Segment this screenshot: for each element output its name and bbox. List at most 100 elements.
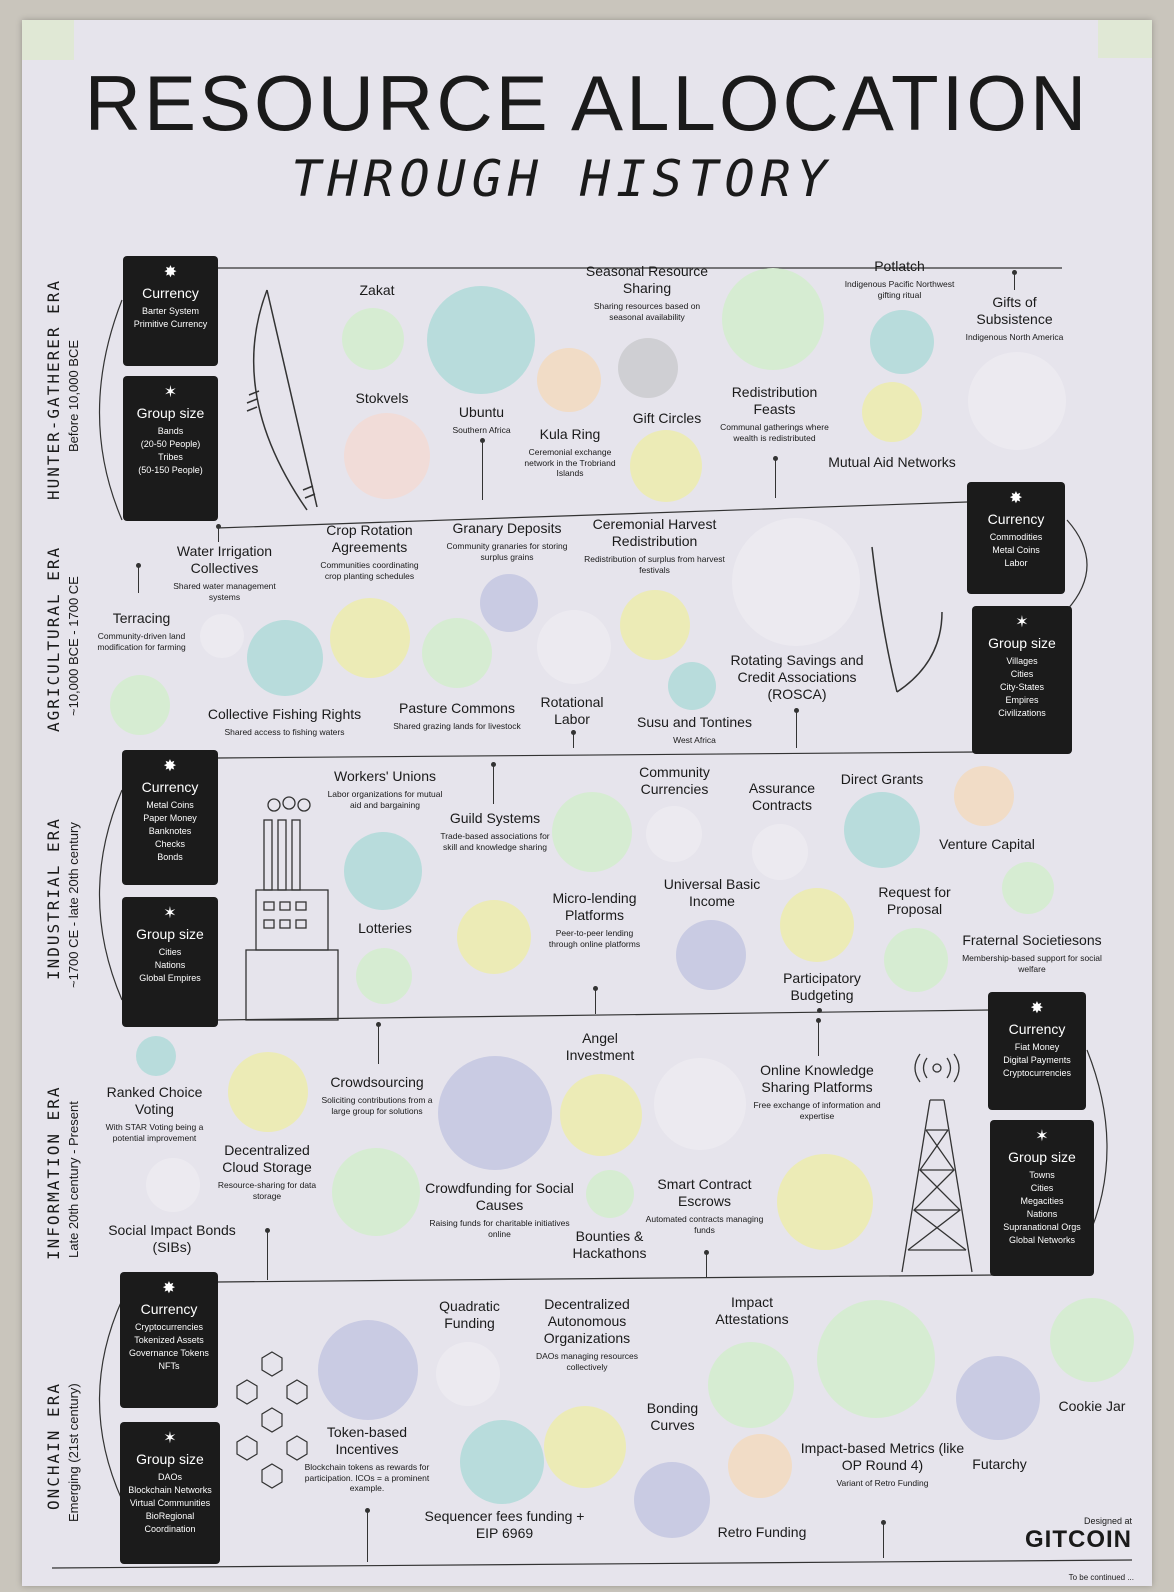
star-icon: ✸ bbox=[163, 264, 178, 281]
pin-marker bbox=[593, 986, 598, 1014]
ceremonial-harvest-icon bbox=[620, 590, 690, 660]
direct-grants-icon bbox=[844, 792, 920, 868]
item-title: Sequencer fees funding + EIP 6969 bbox=[424, 1508, 585, 1541]
gift-circles-label: Gift Circles bbox=[622, 410, 712, 427]
item-title: Smart Contract Escrows bbox=[657, 1176, 752, 1209]
item-title: Collective Fishing Rights bbox=[207, 706, 362, 722]
pin-marker bbox=[216, 524, 221, 542]
currency-item: Fiat Money bbox=[1014, 1042, 1060, 1052]
item-title: Granary Deposits bbox=[452, 520, 562, 536]
star-icon: ✸ bbox=[1009, 490, 1023, 507]
item-title: Fraternal Societiesons bbox=[962, 932, 1102, 948]
group-size-box-title: Group size bbox=[1008, 1149, 1076, 1165]
item-title: Decentralized Cloud Storage bbox=[222, 1142, 312, 1175]
terracing-icon bbox=[110, 675, 170, 735]
knowledge-sharing-icon bbox=[777, 1154, 873, 1250]
quadratic-funding-icon bbox=[436, 1342, 500, 1406]
currency-box-title: Currency bbox=[141, 779, 199, 795]
hex-blocks-icon bbox=[236, 1351, 308, 1489]
token-incentives-icon bbox=[318, 1320, 418, 1420]
pin-marker bbox=[571, 730, 576, 748]
currency-item: NFTs bbox=[158, 1361, 180, 1371]
item-desc: Resource-sharing for data storage bbox=[217, 1180, 317, 1201]
granary-icon bbox=[480, 574, 538, 632]
gift-circles-icon bbox=[630, 430, 702, 502]
assurance-contracts-icon bbox=[752, 824, 808, 880]
group-size-item: Megacities bbox=[1020, 1196, 1064, 1206]
item-title: Online Knowledge Sharing Platforms bbox=[760, 1062, 874, 1095]
era-date-agricultural: ~10,000 BCE - 1700 CE bbox=[66, 576, 81, 716]
pin-marker bbox=[816, 1018, 821, 1056]
item-title: Impact-based Metrics (like OP Round 4) bbox=[800, 1440, 965, 1473]
designed-at-text: Designed at bbox=[1083, 1516, 1132, 1526]
currency-item: Bonds bbox=[157, 852, 183, 862]
pin-marker bbox=[136, 563, 141, 593]
item-desc: Shared access to fishing waters bbox=[224, 727, 345, 737]
workers-unions-icon bbox=[344, 832, 422, 910]
item-desc: Shared water management systems bbox=[173, 581, 276, 602]
ubi-icon bbox=[676, 920, 746, 990]
ubi-label: Universal Basic Income bbox=[662, 876, 762, 910]
water-irrigation-icon bbox=[200, 614, 244, 658]
era-date-information: Late 20th century - Present bbox=[66, 1101, 81, 1258]
item-desc: Ceremonial exchange network in the Trobr… bbox=[524, 447, 616, 478]
collective-fishing-icon bbox=[247, 620, 323, 696]
item-desc: Raising funds for charitable initiatives… bbox=[429, 1218, 570, 1239]
star-icon: ✶ bbox=[1035, 1128, 1049, 1145]
item-title: Bonding Curves bbox=[646, 1400, 699, 1433]
item-title: Assurance Contracts bbox=[748, 780, 816, 813]
timeline-lines bbox=[51, 267, 1133, 1569]
star-icon: ✸ bbox=[163, 758, 177, 775]
cookie-jar-label: Cookie Jar bbox=[1052, 1398, 1132, 1415]
currency-box-title: Currency bbox=[142, 285, 199, 301]
item-title: Futarchy bbox=[972, 1456, 1027, 1472]
era-name-agricultural: AGRICULTURAL ERA bbox=[44, 545, 63, 732]
pin-marker bbox=[265, 1228, 270, 1280]
micro-lending-icon bbox=[552, 792, 632, 872]
item-title: Crowdfunding for Social Causes bbox=[425, 1180, 574, 1213]
item-desc: Peer-to-peer lending through online plat… bbox=[548, 928, 641, 949]
cookie-jar-icon bbox=[1050, 1298, 1134, 1382]
item-title: Cookie Jar bbox=[1058, 1398, 1126, 1414]
item-desc: Variant of Retro Funding bbox=[836, 1478, 929, 1488]
community-currencies-icon bbox=[646, 806, 702, 862]
pin-marker bbox=[704, 1250, 709, 1278]
item-title: Zakat bbox=[359, 282, 395, 298]
group-size-item: Cities bbox=[158, 947, 182, 957]
rfp-icon bbox=[884, 928, 948, 992]
item-title: Mutual Aid Networks bbox=[828, 454, 956, 470]
group-size-box: ✶ Group size Bands (20-50 People) Tribes… bbox=[123, 376, 218, 521]
item-title: Rotational Labor bbox=[540, 694, 604, 727]
gitcoin-logo: GITCOIN bbox=[1025, 1526, 1132, 1553]
item-desc: Sharing resources based on seasonal avai… bbox=[593, 301, 701, 322]
item-title: Workers' Unions bbox=[334, 768, 436, 784]
item-title: Request for Proposal bbox=[878, 884, 951, 917]
currency-item: Digital Payments bbox=[1003, 1055, 1071, 1065]
item-title: Venture Capital bbox=[939, 836, 1035, 852]
item-desc: Membership-based support for social welf… bbox=[962, 953, 1102, 974]
mutual-aid-icon bbox=[862, 382, 922, 442]
group-size-item: Bands bbox=[157, 426, 184, 436]
item-title: Quadratic Funding bbox=[439, 1298, 500, 1331]
item-title: Gifts of Subsistence bbox=[976, 294, 1053, 327]
item-title: Retro Funding bbox=[717, 1524, 807, 1540]
star-icon: ✶ bbox=[163, 1430, 177, 1447]
group-size-item: (50-150 People) bbox=[138, 465, 203, 475]
quadratic-funding-label: Quadratic Funding bbox=[427, 1298, 512, 1332]
currency-item: Primitive Currency bbox=[133, 319, 208, 329]
pin-marker bbox=[480, 438, 485, 500]
kula-ring-icon bbox=[537, 348, 601, 412]
item-title: Decentralized Autonomous Organizations bbox=[543, 1296, 631, 1346]
